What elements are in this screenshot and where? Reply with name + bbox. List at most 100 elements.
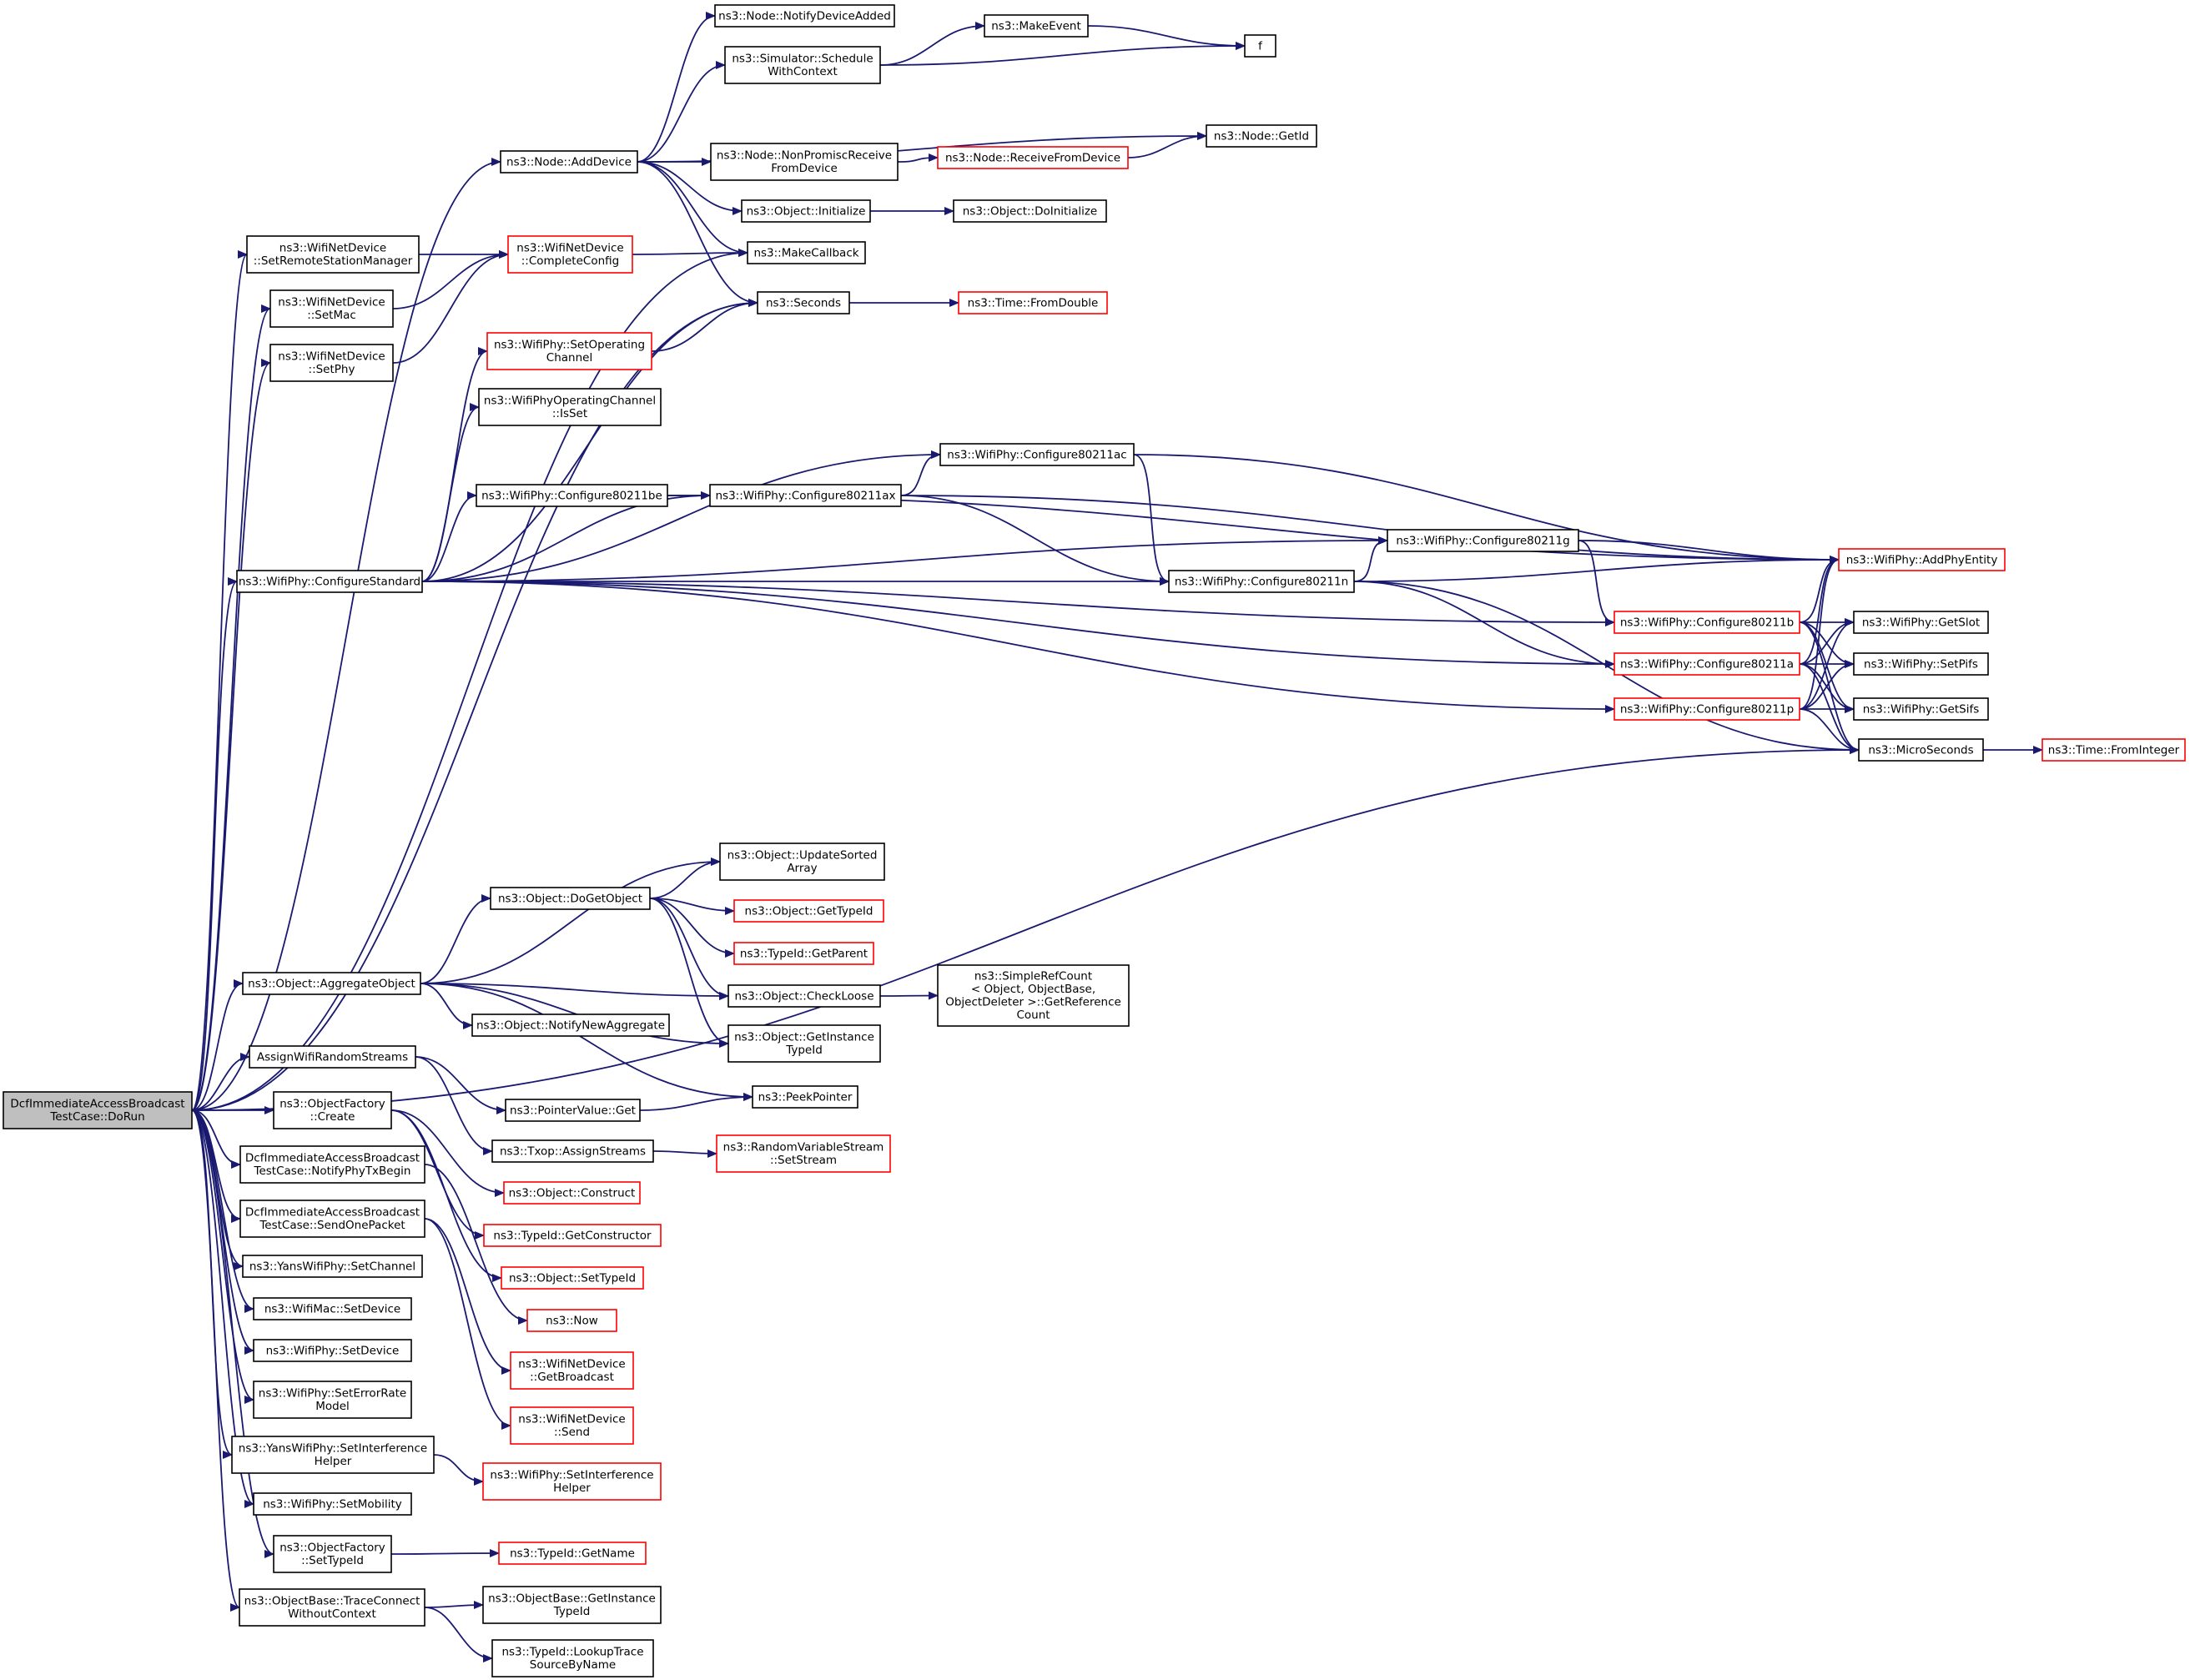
function-node-now[interactable]: ns3::Now (526, 1309, 617, 1332)
function-node-makeEvent[interactable]: ns3::MakeEvent (984, 14, 1089, 38)
function-node-getBroadcast[interactable]: ns3::WifiNetDevice::GetBroadcast (510, 1351, 634, 1390)
function-node-addDevice[interactable]: ns3::Node::AddDevice (500, 150, 638, 174)
node-label: ns3::MakeCallback (753, 246, 858, 259)
function-node-cfg80211ax[interactable]: ns3::WifiPhy::Configure80211ax (709, 484, 902, 507)
function-node-addPhyEntity[interactable]: ns3::WifiPhy::AddPhyEntity (1838, 548, 2006, 571)
node-label: ns3::WifiMac::SetDevice (264, 1302, 400, 1315)
function-node-notifyNewAggregate[interactable]: ns3::Object::NotifyNewAggregate (471, 1014, 670, 1037)
function-node-sendOnePacket[interactable]: DcfImmediateAccessBroadcastTestCase::Sen… (239, 1200, 425, 1238)
function-node-setMobility[interactable]: ns3::WifiPhy::SetMobility (253, 1492, 412, 1516)
function-node-getSlot[interactable]: ns3::WifiPhy::GetSlot (1853, 611, 1989, 634)
function-node-setMac[interactable]: ns3::WifiNetDevice::SetMac (269, 289, 394, 328)
function-node-cfg80211a[interactable]: ns3::WifiPhy::Configure80211a (1614, 652, 1800, 676)
node-label: ns3::Object::CheckLoose (734, 989, 873, 1003)
call-edge-checkLoose-to-simpleRefCount (879, 991, 939, 1000)
node-box (242, 1255, 423, 1278)
call-edge-objectFactoryCreate-to-objectConstruct (390, 1109, 505, 1197)
function-node-makeCallback[interactable]: ns3::MakeCallback (747, 241, 866, 264)
node-label: ns3::RandomVariableStream (723, 1141, 884, 1154)
function-node-checkLoose[interactable]: ns3::Object::CheckLoose (727, 984, 881, 1008)
call-edge-traceConnect-to-lookupTraceSource (424, 1607, 493, 1662)
function-node-getSifs[interactable]: ns3::WifiPhy::GetSifs (1853, 697, 1989, 721)
function-node-typeIdGetParent[interactable]: ns3::TypeId::GetParent (733, 942, 874, 965)
function-node-rvsSetStream[interactable]: ns3::RandomVariableStream::SetStream (716, 1134, 891, 1173)
call-edges (191, 12, 2043, 1662)
node-box (1168, 570, 1355, 593)
function-node-txopAssignStreams[interactable]: ns3::Txop::AssignStreams (491, 1139, 654, 1163)
call-edge-objectFactoryCreate-to-objectSetTypeId (390, 1109, 502, 1282)
call-edge-setMac-to-completeConfig (392, 250, 509, 309)
function-node-pointerValueGet[interactable]: ns3::PointerValue::Get (505, 1099, 641, 1122)
function-node-wifiPhySetDevice[interactable]: ns3::WifiPhy::SetDevice (253, 1339, 412, 1362)
node-box (3, 1091, 193, 1129)
function-node-objectFactorySetTypeId[interactable]: ns3::ObjectFactory::SetTypeId (273, 1535, 392, 1573)
function-node-nodeGetId[interactable]: ns3::Node::GetId (1206, 124, 1317, 148)
function-node-timeFromDouble[interactable]: ns3::Time::FromDouble (958, 291, 1108, 314)
function-node-objectDoInitialize[interactable]: ns3::Object::DoInitialize (953, 199, 1107, 223)
function-node-objectConstruct[interactable]: ns3::Object::Construct (503, 1181, 641, 1205)
function-node-doGetObject[interactable]: ns3::Object::DoGetObject (490, 887, 651, 910)
call-edge-configureStandard-to-cfg80211b (421, 581, 1615, 626)
function-node-objectFactoryCreate[interactable]: ns3::ObjectFactory::Create (273, 1091, 392, 1129)
function-node-cfg80211ac[interactable]: ns3::WifiPhy::Configure80211ac (939, 443, 1135, 466)
function-node-operatingChannelIsSet[interactable]: ns3::WifiPhyOperatingChannel::IsSet (478, 388, 662, 426)
function-node-setRemoteStationManager[interactable]: ns3::WifiNetDevice::SetRemoteStationMana… (246, 235, 420, 274)
node-box (757, 291, 850, 314)
function-node-peekPointer[interactable]: ns3::PeekPointer (752, 1085, 858, 1109)
node-label: ns3::Time::FromInteger (2048, 743, 2180, 757)
function-node-getConstructor[interactable]: ns3::TypeId::GetConstructor (483, 1224, 662, 1247)
function-node-wifiMacSetDevice[interactable]: ns3::WifiMac::SetDevice (253, 1297, 412, 1320)
function-node-notifyDeviceAdded[interactable]: ns3::Node::NotifyDeviceAdded (714, 4, 895, 28)
function-node-yansSetChannel[interactable]: ns3::YansWifiPhy::SetChannel (242, 1255, 423, 1278)
call-edge-root-to-assignWifiRandomStreams (191, 1053, 250, 1111)
node-label: ns3::Object::UpdateSorted (727, 849, 878, 863)
node-box (482, 1586, 662, 1624)
function-node-nodeReceiveFromDevice[interactable]: ns3::Node::ReceiveFromDevice (937, 146, 1129, 169)
function-node-typeIdGetName[interactable]: ns3::TypeId::GetName (498, 1542, 647, 1565)
function-node-cfg80211p[interactable]: ns3::WifiPhy::Configure80211p (1614, 697, 1800, 721)
function-node-timeFromInteger[interactable]: ns3::Time::FromInteger (2041, 738, 2186, 762)
function-node-cfg80211be[interactable]: ns3::WifiPhy::Configure80211be (476, 484, 668, 507)
function-node-cfg80211b[interactable]: ns3::WifiPhy::Configure80211b (1614, 611, 1800, 634)
function-node-cfg80211n[interactable]: ns3::WifiPhy::Configure80211n (1168, 570, 1355, 593)
node-box (1387, 529, 1579, 552)
function-node-simpleRefCount[interactable]: ns3::SimpleRefCount< Object, ObjectBase,… (937, 964, 1130, 1027)
function-node-f[interactable]: f (1244, 34, 1276, 58)
function-node-configureStandard[interactable]: ns3::WifiPhy::ConfigureStandard (236, 570, 423, 593)
node-label: ns3::Node::ReceiveFromDevice (945, 151, 1120, 164)
function-node-objectSetTypeId[interactable]: ns3::Object::SetTypeId (501, 1266, 644, 1290)
call-edge-cfg80211ac-to-addPhyEntity (1133, 454, 1840, 564)
node-box (507, 235, 633, 274)
function-node-cfg80211g[interactable]: ns3::WifiPhy::Configure80211g (1387, 529, 1579, 552)
function-node-completeConfig[interactable]: ns3::WifiNetDevice::CompleteConfig (507, 235, 633, 274)
call-edge-cfg80211ac-to-cfg80211n (1133, 454, 1170, 586)
function-node-objectInitialize[interactable]: ns3::Object::Initialize (741, 199, 871, 223)
function-node-wifiNetDeviceSend[interactable]: ns3::WifiNetDevice::Send (510, 1406, 634, 1445)
function-node-microSeconds[interactable]: ns3::MicroSeconds (1858, 738, 1984, 762)
function-node-objectGetTypeId[interactable]: ns3::Object::GetTypeId (733, 899, 884, 923)
function-node-assignWifiRandomStreams[interactable]: AssignWifiRandomStreams (249, 1045, 416, 1069)
call-edge-aggregateObject-to-getInstanceTypeId (420, 983, 729, 1048)
function-node-traceConnect[interactable]: ns3::ObjectBase::TraceConnectWithoutCont… (239, 1588, 425, 1627)
node-box (937, 146, 1129, 169)
node-label: ns3::WifiPhy::AddPhyEntity (1846, 553, 1998, 566)
function-node-aggregateObject[interactable]: ns3::Object::AggregateObject (242, 972, 421, 995)
call-edge-configureStandard-to-cfg80211g (421, 536, 1388, 582)
function-node-notifyPhyTxBegin[interactable]: DcfImmediateAccessBroadcastTestCase::Not… (239, 1145, 425, 1184)
function-node-setPhy[interactable]: ns3::WifiNetDevice::SetPhy (269, 344, 394, 382)
node-box (476, 484, 668, 507)
function-node-setPifs[interactable]: ns3::WifiPhy::SetPifs (1853, 652, 1989, 676)
function-node-seconds[interactable]: ns3::Seconds (757, 291, 850, 314)
function-node-root[interactable]: DcfImmediateAccessBroadcastTestCase::DoR… (3, 1091, 193, 1129)
node-box (724, 46, 881, 84)
